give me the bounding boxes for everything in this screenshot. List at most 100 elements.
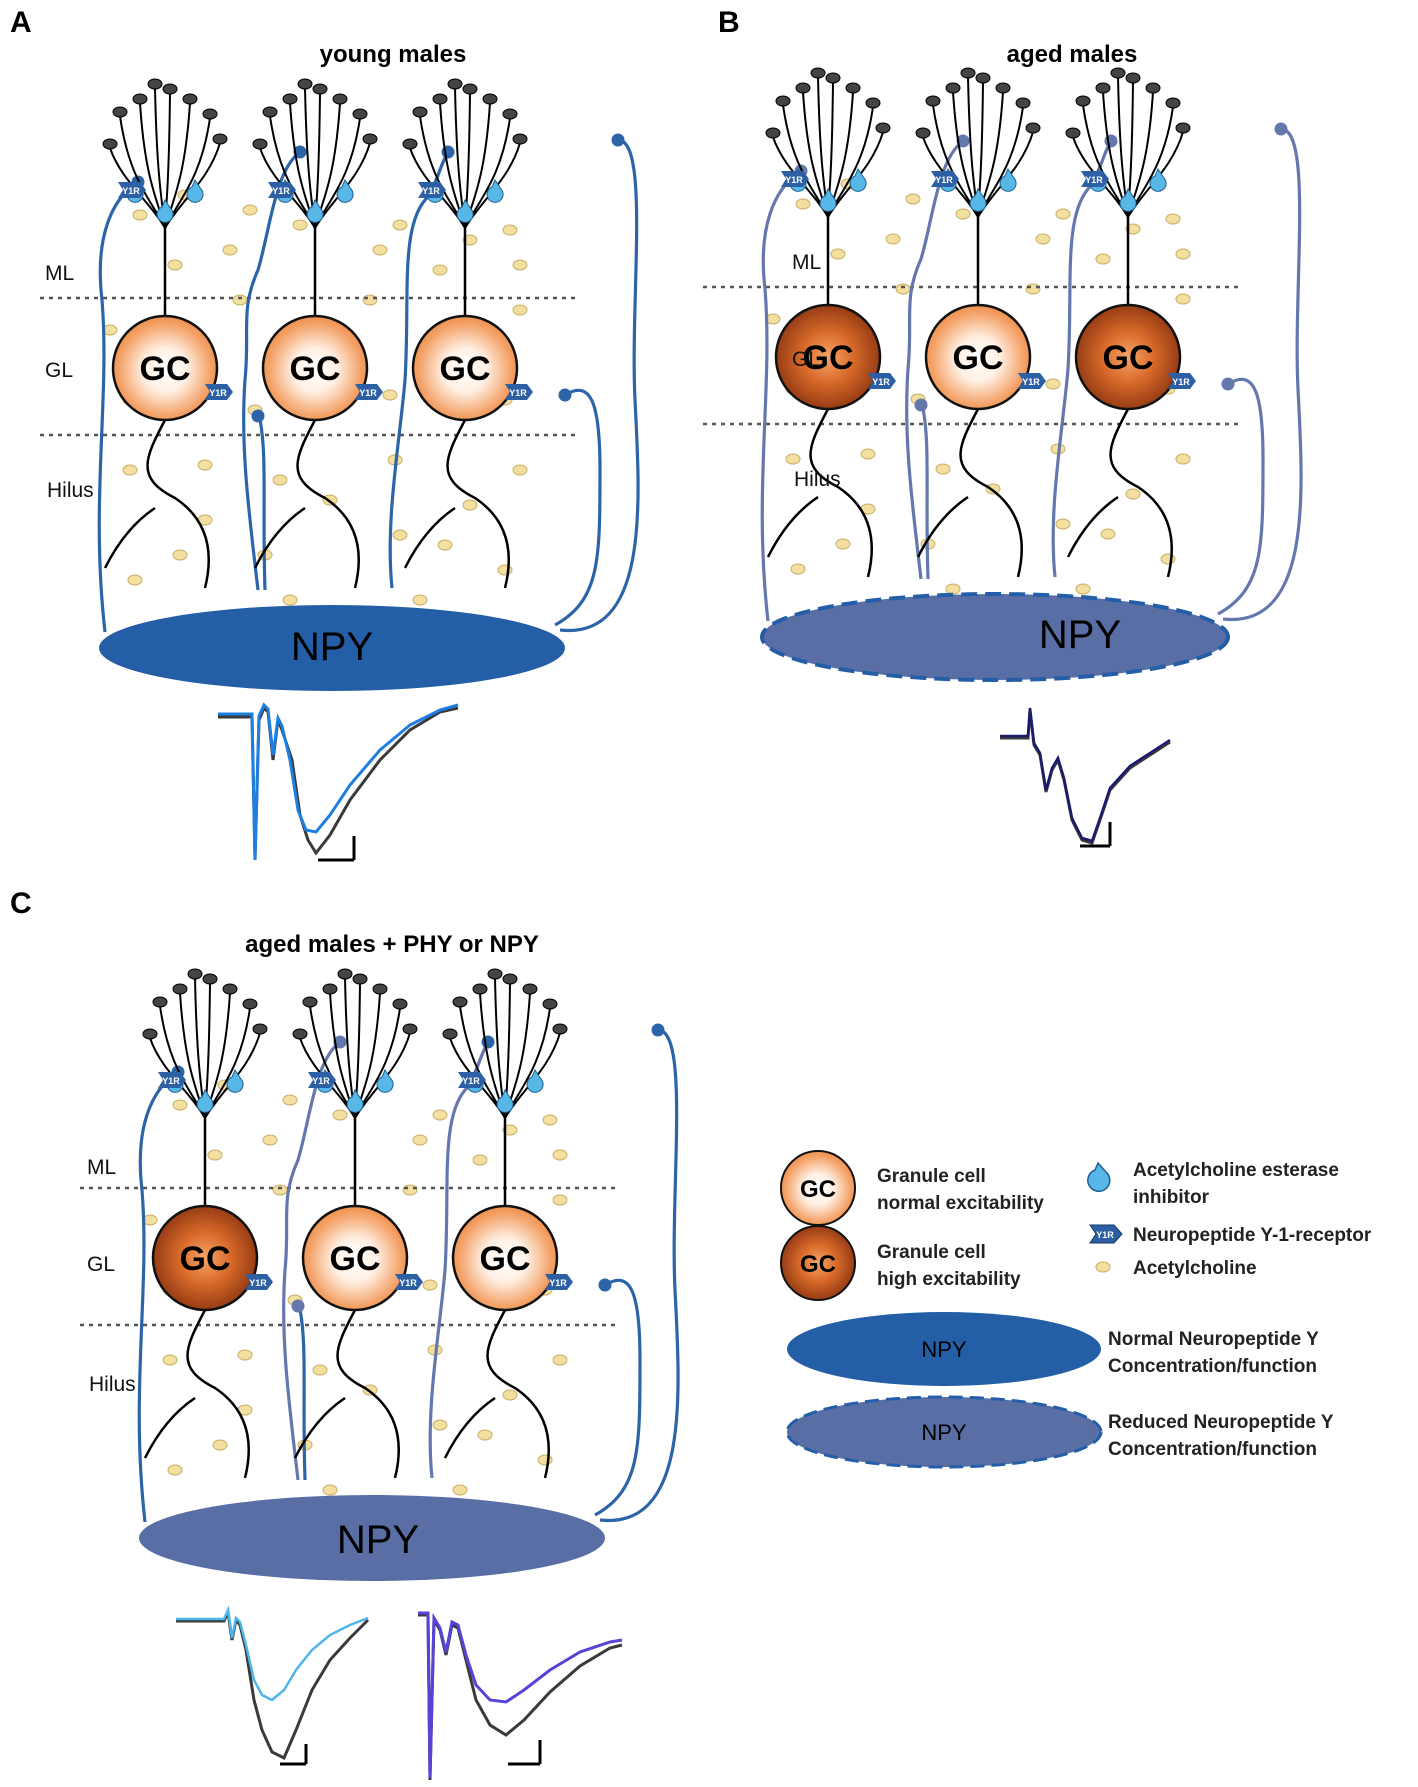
dendritic-spine: [262, 106, 278, 118]
legend-label-line2: inhibitor: [1133, 1187, 1210, 1208]
dendritic-spine: [352, 108, 368, 120]
mossy-fiber: [403, 506, 456, 569]
npy-pool-label: NPY: [1039, 613, 1121, 657]
acetylcholine-molecule: [172, 549, 188, 561]
mossy-fiber: [443, 1396, 496, 1459]
acetylcholine-molecule: [795, 198, 811, 210]
legend-ache-inhibitor: Acetylcholine esterase inhibitor: [1087, 1160, 1339, 1208]
acetylcholine-molecule: [472, 1154, 488, 1166]
receptor-label: Y1R: [462, 1076, 480, 1086]
dendritic-spine: [447, 78, 463, 90]
receptor-label: Y1R: [122, 186, 140, 196]
dendritic-spine: [1165, 97, 1181, 109]
acetylcholine-icon: [1095, 1261, 1111, 1273]
dendritic-spine: [252, 1023, 268, 1035]
dendritic-spine: [202, 973, 218, 985]
npy-normal-icon: [787, 1312, 1101, 1386]
dendritic-spine: [1110, 67, 1126, 79]
mossy-fiber: [293, 1396, 346, 1459]
panel-letter: C: [10, 887, 32, 920]
npy-axon-fiber: [554, 388, 602, 627]
acetylcholine-molecule: [1055, 518, 1071, 530]
dendritic-spine: [187, 968, 203, 980]
acetylcholine-molecule: [312, 1364, 328, 1376]
dendritic-spine: [482, 93, 498, 105]
npy-axon-fiber: [97, 180, 139, 633]
axon-terminal: [956, 134, 970, 148]
mossy-fiber: [336, 1309, 400, 1479]
npy-axon-fiber: [919, 398, 930, 580]
acetylcholine-molecule: [790, 563, 806, 575]
legend-symbol: NPY: [921, 1420, 967, 1445]
acetylcholine-molecule: [835, 538, 851, 550]
acetylcholine-molecule: [412, 1134, 428, 1146]
dendritic-spine: [810, 67, 826, 79]
axon-terminal: [558, 388, 572, 402]
dendritic-spine: [825, 72, 841, 84]
trace-panel-b: [1000, 707, 1171, 848]
dendritic-spine: [765, 127, 781, 139]
y1-receptor-icon: [1168, 373, 1196, 389]
dendritic-spine: [775, 95, 791, 107]
acetylcholine-molecule: [432, 1109, 448, 1121]
dendritic-spine: [297, 78, 313, 90]
granule-cell-high-icon: [780, 1225, 856, 1301]
granule-cell-label: GC: [440, 350, 491, 388]
legend-label-line1: Neuropeptide Y-1-receptor: [1133, 1225, 1372, 1246]
npy-axon-fiber: [760, 169, 802, 622]
ache-inhibitor-icon: [156, 198, 174, 223]
acetylcholine-molecule: [935, 463, 951, 475]
dendritic-spine: [372, 983, 388, 995]
dendritic-spine: [1075, 95, 1091, 107]
npy-axon-fiber: [137, 1070, 179, 1523]
acetylcholine-molecule: [262, 1134, 278, 1146]
dendritic-spine: [960, 67, 976, 79]
acetylcholine-molecule: [237, 1349, 253, 1361]
axon-terminal: [293, 145, 307, 159]
npy-axon-fiber: [256, 409, 267, 591]
receptor-label: Y1R: [1085, 175, 1103, 185]
acetylcholine-molecule: [552, 1149, 568, 1161]
acetylcholine-molecule: [292, 219, 308, 231]
ache-inhibitor-icon: [969, 187, 987, 212]
acetylcholine-molecule: [830, 248, 846, 260]
layer-label-gl: GL: [792, 348, 820, 371]
acetylcholine-molecule: [1175, 248, 1191, 260]
acetylcholine-molecule: [212, 1439, 228, 1451]
legend-label-line2: Concentration/function: [1108, 1356, 1317, 1377]
y1-receptor-icon: [1018, 373, 1046, 389]
granule-cell-soma: [1074, 303, 1182, 411]
receptor-label: Y1R: [785, 175, 803, 185]
dendritic-spine: [995, 82, 1011, 94]
npy-axon-fiber: [1217, 377, 1265, 616]
mossy-fiber: [959, 408, 1023, 578]
dendritic-spine: [152, 996, 168, 1008]
granule-cell-soma: [774, 303, 882, 411]
receptor-label: Y1R: [249, 1278, 267, 1288]
dendritic-spine: [1015, 97, 1031, 109]
granule-cell-label: GC: [330, 1240, 381, 1278]
ache-inhibitor-icon: [346, 1088, 364, 1113]
dendritic-spine: [172, 983, 188, 995]
y1-receptor-icon: [268, 182, 296, 198]
dendritic-spine: [242, 998, 258, 1010]
axon-terminal: [333, 1035, 347, 1049]
acetylcholine-molecule: [512, 259, 528, 271]
axon-terminal: [914, 398, 928, 412]
legend-label-line1: Acetylcholine: [1133, 1258, 1257, 1279]
granule-cell-label: GC: [140, 350, 191, 388]
npy-axon-fiber: [905, 139, 965, 580]
trace-panel-c-left: [176, 1605, 370, 1766]
dendritic-spine: [1175, 122, 1191, 134]
mossy-fiber: [766, 495, 819, 558]
receptor-label: Y1R: [1022, 377, 1040, 387]
acetylcholine-molecule: [1125, 223, 1141, 235]
dendritic-spine: [312, 83, 328, 95]
ache-inhibitor-icon: [196, 1088, 214, 1113]
npy-axon-fiber: [1222, 127, 1303, 621]
dendritic-spine: [432, 93, 448, 105]
mossy-fiber: [296, 419, 360, 589]
mossy-fiber: [809, 408, 873, 578]
y1-receptor-icon: [931, 171, 959, 187]
